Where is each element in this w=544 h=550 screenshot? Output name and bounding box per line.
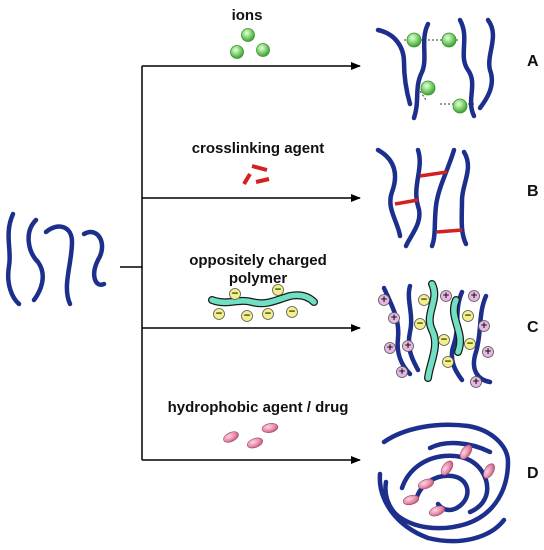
label-polymer: polymer bbox=[229, 270, 288, 287]
svg-text:−: − bbox=[444, 357, 452, 367]
result-A-ionic-network bbox=[375, 17, 496, 121]
letter-C: C bbox=[527, 319, 539, 336]
result-C-positive-charges: + + + + + + + + + + bbox=[378, 290, 494, 388]
label-oppositely-charged: oppositely charged bbox=[189, 252, 327, 269]
label-ions: ions bbox=[232, 7, 263, 24]
letter-B: B bbox=[527, 183, 539, 200]
letter-D: D bbox=[527, 465, 539, 482]
encapsulated-drug bbox=[402, 444, 495, 517]
result-C-polyelectrolyte-complex: − − − − − − + + + + + + + bbox=[378, 280, 494, 388]
result-D-hydrophobic-network bbox=[377, 422, 511, 544]
starting-polymer-chains bbox=[6, 211, 107, 307]
svg-text:−: − bbox=[274, 285, 282, 295]
svg-text:−: − bbox=[243, 311, 251, 321]
svg-text:+: + bbox=[484, 347, 492, 357]
svg-text:+: + bbox=[472, 377, 480, 387]
svg-text:−: − bbox=[231, 289, 239, 299]
branch-connector bbox=[120, 62, 361, 464]
label-hydrophobic-agent: hydrophobic agent / drug bbox=[168, 399, 349, 416]
negative-charges: − − − − − − bbox=[213, 284, 298, 322]
svg-text:+: + bbox=[386, 343, 394, 353]
result-C-negative-charges: − − − − − − bbox=[414, 294, 476, 368]
svg-text:+: + bbox=[404, 341, 412, 351]
svg-text:−: − bbox=[464, 311, 472, 321]
svg-text:−: − bbox=[264, 309, 272, 319]
svg-text:−: − bbox=[215, 309, 223, 319]
svg-text:+: + bbox=[442, 291, 450, 301]
svg-text:−: − bbox=[466, 339, 474, 349]
svg-text:−: − bbox=[288, 307, 296, 317]
svg-text:−: − bbox=[440, 335, 448, 345]
svg-text:+: + bbox=[480, 321, 488, 331]
svg-text:−: − bbox=[416, 319, 424, 329]
letter-A: A bbox=[527, 53, 539, 70]
result-B-covalent-network bbox=[375, 147, 471, 249]
oppositely-charged-polymer-icon: − − − − − − bbox=[208, 284, 318, 322]
ions-icon bbox=[230, 28, 270, 59]
svg-text:+: + bbox=[380, 295, 388, 305]
hydrophobic-drug-icon bbox=[223, 423, 279, 449]
label-crosslinking-agent: crosslinking agent bbox=[192, 140, 325, 157]
crosslinking-agent-icon bbox=[242, 164, 270, 186]
svg-text:−: − bbox=[420, 295, 428, 305]
svg-text:+: + bbox=[398, 367, 406, 377]
svg-text:+: + bbox=[470, 291, 478, 301]
svg-text:+: + bbox=[390, 313, 398, 323]
